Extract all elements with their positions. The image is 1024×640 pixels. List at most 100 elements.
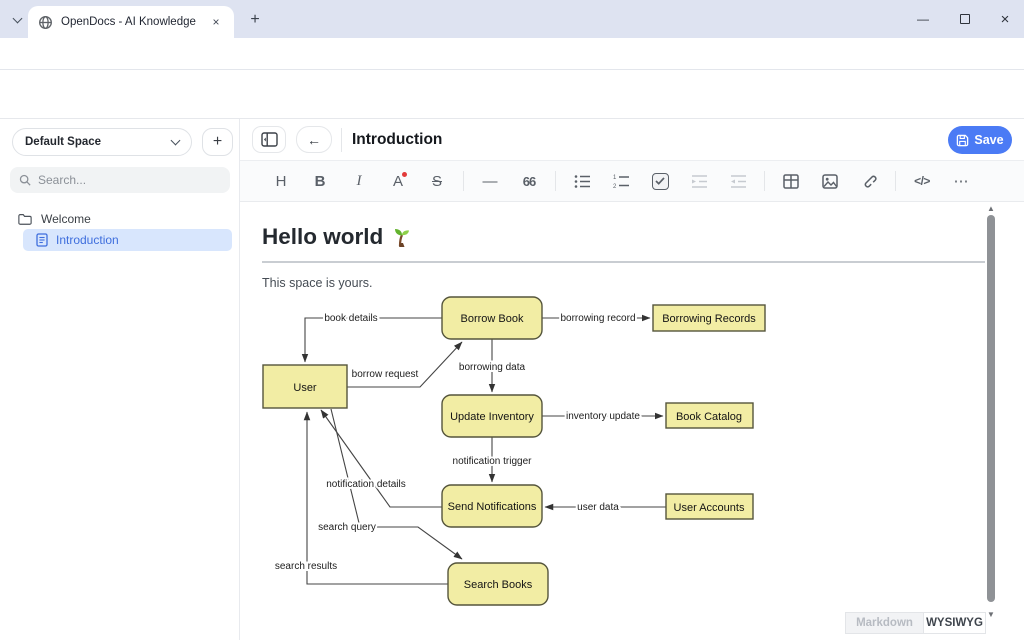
- window-maximize-button[interactable]: [950, 8, 980, 30]
- maximize-icon: [960, 14, 970, 24]
- edge-label: search query: [318, 522, 376, 533]
- italic-button[interactable]: I: [356, 172, 362, 189]
- quote-button[interactable]: 66: [522, 173, 536, 189]
- node-borrow-book: [441, 296, 543, 340]
- edge-label: borrow request: [352, 369, 419, 380]
- doc-heading-text: Hello world: [262, 224, 384, 249]
- horizontal-rule-button[interactable]: —: [482, 172, 498, 190]
- tab-search-button[interactable]: [6, 9, 28, 31]
- edge-label: notification details: [326, 479, 406, 490]
- divider: [341, 128, 342, 152]
- edge-search-results: [303, 411, 448, 585]
- sidebar-item-label: Introduction: [56, 233, 119, 247]
- data-flow-diagram[interactable]: Borrow Book Borrowing Records User Updat…: [262, 290, 782, 612]
- sidebar: Default Space + Welcome Introduction: [0, 119, 240, 640]
- node-borrowing-records: [652, 304, 766, 332]
- edge-notification-details: [320, 409, 442, 508]
- doc-paragraph: This space is yours.: [262, 276, 373, 290]
- node-label: Send Notifications: [448, 501, 537, 513]
- bullet-list-button[interactable]: [569, 168, 595, 194]
- sidebar-item-introduction[interactable]: Introduction: [23, 229, 232, 251]
- heading-button[interactable]: H: [275, 172, 287, 190]
- window-minimize-button[interactable]: —: [917, 12, 929, 26]
- edge-label: inventory update: [566, 411, 640, 422]
- space-name: Default Space: [25, 136, 102, 148]
- divider: [764, 171, 765, 191]
- code-button[interactable]: </>: [914, 174, 930, 188]
- page-title: Introduction: [352, 131, 443, 148]
- edge-label: notification trigger: [453, 456, 533, 467]
- node-update-inventory: [441, 394, 543, 438]
- scroll-down-button[interactable]: ▼: [987, 610, 995, 619]
- more-tools-button[interactable]: ⋯: [953, 173, 969, 190]
- bold-button[interactable]: B: [314, 172, 326, 190]
- outdent-button: [725, 168, 751, 194]
- browser-tab-strip: OpenDocs - AI Knowledge Base × + — ×: [0, 0, 1024, 38]
- save-label: Save: [974, 133, 1004, 147]
- collapse-panel-icon: [260, 132, 278, 147]
- scroll-up-button[interactable]: ▲: [987, 204, 995, 213]
- link-button[interactable]: [856, 168, 882, 194]
- app-header: OpenDocs Powered by Visual Paradigm Shar…: [0, 70, 1024, 182]
- font-color-label: A: [392, 172, 403, 190]
- browser-tab[interactable]: OpenDocs - AI Knowledge Base ×: [28, 6, 234, 38]
- wysiwyg-mode-button[interactable]: WYSIWYG: [924, 612, 986, 634]
- font-color-button[interactable]: A: [385, 168, 411, 194]
- seedling-emoji-icon: [395, 229, 410, 247]
- node-label: User Accounts: [674, 502, 745, 514]
- image-icon: [822, 173, 838, 189]
- strikethrough-button[interactable]: S: [431, 172, 442, 190]
- window-close-button[interactable]: ×: [1000, 10, 1010, 28]
- save-button[interactable]: Save: [948, 126, 1012, 154]
- space-selector[interactable]: Default Space: [12, 128, 192, 156]
- edge-label: book details: [324, 313, 377, 324]
- tab-title: OpenDocs - AI Knowledge Base: [61, 16, 200, 28]
- editor-scrollbar: ▲ ▼: [985, 204, 997, 624]
- node-label: Book Catalog: [676, 411, 742, 423]
- chevron-down-icon: [12, 13, 22, 24]
- node-search-books: [447, 562, 549, 606]
- red-dot-icon: [402, 172, 407, 177]
- editor-content[interactable]: Hello world This space is yours.: [240, 202, 1024, 640]
- tab-close-button[interactable]: ×: [212, 15, 220, 29]
- edge-label: user data: [577, 502, 619, 513]
- node-label: Borrow Book: [461, 313, 524, 325]
- document-header: ← Introduction Save: [240, 119, 1024, 161]
- bullet-list-icon: [574, 174, 590, 188]
- indent-icon: [691, 174, 707, 188]
- search-input[interactable]: [38, 173, 208, 187]
- chevron-down-icon: [170, 135, 181, 146]
- node-label: Update Inventory: [450, 411, 534, 423]
- globe-favicon-icon: [39, 15, 52, 29]
- numbered-list-icon: 12: [613, 175, 629, 189]
- toggle-sidebar-button[interactable]: [252, 126, 286, 153]
- image-button[interactable]: [817, 168, 843, 194]
- folder-icon: [18, 214, 32, 225]
- table-icon: [783, 173, 799, 189]
- node-label: User: [293, 382, 317, 394]
- search-box[interactable]: [10, 167, 230, 193]
- scrollbar-thumb[interactable]: [987, 215, 995, 602]
- add-space-button[interactable]: +: [202, 128, 233, 156]
- edge-label: borrowing record: [560, 313, 635, 324]
- checkbox-icon: [651, 172, 669, 190]
- svg-text:1: 1: [613, 175, 617, 181]
- node-label: Borrowing Records: [662, 313, 756, 325]
- node-label: Search Books: [464, 579, 533, 591]
- table-button[interactable]: [778, 168, 804, 194]
- edge-borrow-request: [347, 341, 463, 388]
- sidebar-item-welcome[interactable]: Welcome: [0, 208, 240, 230]
- node-book-catalog: [665, 402, 754, 429]
- task-list-button[interactable]: [647, 168, 673, 194]
- edge-search-query: [330, 408, 463, 560]
- link-icon: [864, 175, 877, 188]
- edge-label: search results: [275, 561, 337, 572]
- node-send-notifications: [441, 484, 543, 528]
- svg-text:2: 2: [613, 184, 617, 189]
- doc-heading: Hello world: [262, 224, 985, 263]
- back-doc-button[interactable]: ←: [296, 126, 332, 153]
- new-tab-button[interactable]: +: [250, 11, 260, 28]
- document-icon: [36, 233, 48, 247]
